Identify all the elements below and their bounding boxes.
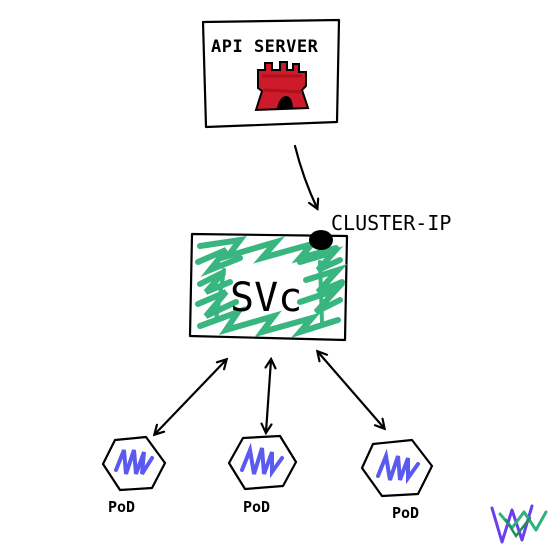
service-pod3-arrow (318, 352, 384, 428)
pod-scribble (240, 442, 284, 479)
api-server-node: API SERVER (201, 18, 341, 129)
pod-node: PoD (227, 434, 298, 516)
service-pod1-arrow (155, 360, 226, 434)
service-scribble (195, 235, 348, 339)
cluster-ip-dot (309, 230, 333, 250)
pod-label: PoD (392, 504, 419, 522)
service-pod2-arrow (266, 360, 271, 432)
pod-label: PoD (108, 498, 135, 516)
hex-logo-icon (490, 504, 548, 544)
service-node: SVc CLUSTER-IP (188, 211, 451, 342)
castle-icon (254, 61, 310, 112)
pod-scribble (376, 448, 420, 485)
pod-node: PoD (101, 435, 167, 516)
pod-label: PoD (243, 498, 270, 516)
cluster-ip-label: CLUSTER-IP (331, 211, 451, 235)
api-to-service-arrow (293, 144, 317, 208)
pod-scribble (114, 449, 154, 476)
api-server-label: API SERVER (211, 37, 319, 57)
pod-node: PoD (360, 438, 434, 522)
service-label: SVc (230, 275, 302, 321)
